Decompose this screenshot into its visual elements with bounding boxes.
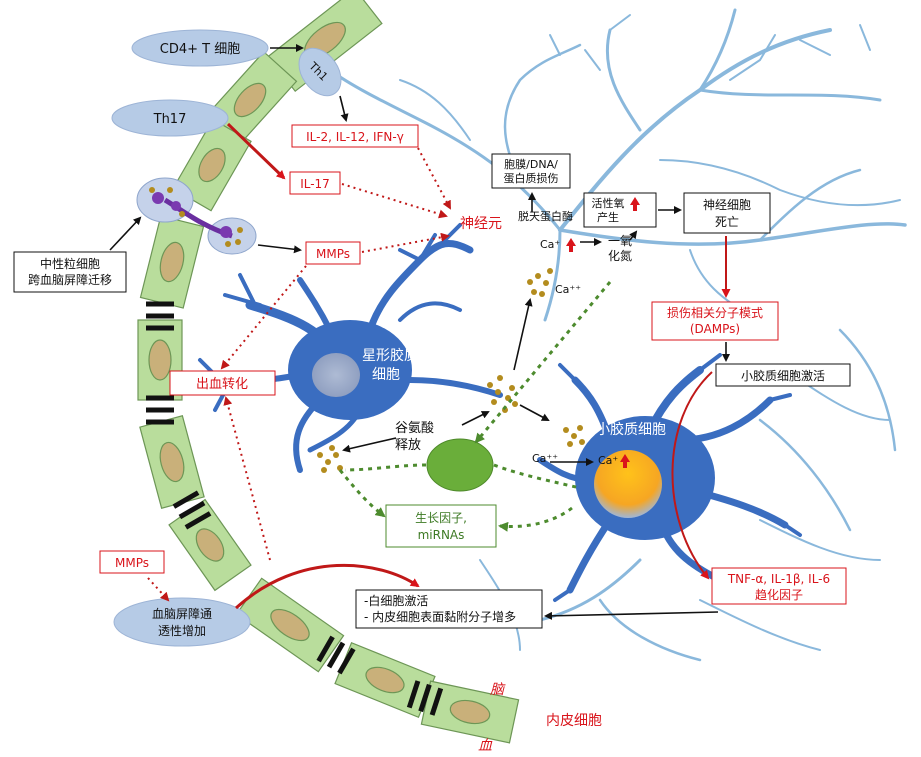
- death-label-2: 死亡: [715, 215, 739, 229]
- ros-label-1: 活性氧: [592, 196, 625, 210]
- red-arrows: [226, 122, 731, 610]
- damps-label-1: 损伤相关分子模式: [667, 306, 763, 320]
- neutrophil-illustration: [136, 177, 257, 255]
- leuk-label-2: - 内皮细胞表面黏附分子增多: [364, 610, 516, 624]
- microglia: [537, 353, 802, 602]
- damps-label-2: (DAMPs): [690, 322, 740, 336]
- th17-oval: Th17: [111, 99, 229, 137]
- endothelial-label: 内皮细胞: [546, 713, 602, 729]
- neuron-label: 神经元: [460, 216, 502, 232]
- tnf-label-1: TNF-α, IL-1β, IL-6: [727, 572, 830, 586]
- glutamate-label-2: 释放: [395, 438, 421, 453]
- damage-label-1: 胞膜/DNA/: [504, 158, 558, 171]
- tnf-box: TNF-α, IL-1β, IL-6 趋化因子: [711, 567, 847, 605]
- bbb-permeability-oval: 血脑屏障通 透性增加: [113, 597, 251, 647]
- microglia-label: 小胶质细胞: [596, 421, 666, 438]
- tight-junctions: [146, 301, 444, 716]
- ca-left-label: Ca⁺⁺: [532, 452, 558, 465]
- astrocyte-label-2: 细胞: [372, 367, 400, 383]
- mmps-left-label: MMPs: [115, 556, 149, 570]
- neutrophil-box: 中性粒细胞 跨血脑屏障迁移: [13, 251, 127, 293]
- neutrophil-label-1: 中性粒细胞: [40, 256, 100, 271]
- leuk-label-1: -白细胞激活: [364, 593, 428, 608]
- dotted-red-arrows: [147, 147, 451, 602]
- brain-label: 脑: [490, 682, 506, 698]
- damps-box: 损伤相关分子模式 (DAMPs): [651, 301, 779, 341]
- death-label-1: 神经细胞: [703, 198, 751, 212]
- cd4-t-cell-oval: CD4+ T 细胞: [131, 29, 269, 67]
- proteolysis-label: 脱天蛋白酶: [518, 209, 573, 223]
- glutamate-dots: [317, 268, 585, 473]
- glutamate-label-1: 谷氨酸: [395, 421, 434, 436]
- increase-arrows: [566, 197, 640, 468]
- growth-label-1: 生长因子,: [415, 511, 467, 525]
- no-label-1: 一氧: [608, 234, 632, 248]
- blood-label: 血: [478, 738, 493, 754]
- ros-label-2: 产生: [597, 210, 619, 224]
- no-label-2: 化氮: [608, 248, 632, 263]
- growth-factor-box: 生长因子, miRNAs: [385, 504, 497, 548]
- il17-label: IL-17: [300, 177, 330, 191]
- astrocyte: [198, 223, 503, 473]
- il17-box: IL-17: [289, 171, 341, 195]
- mmps-left-box: MMPs: [99, 550, 165, 574]
- damage-label-2: 蛋白质损伤: [504, 171, 559, 185]
- il2-label: IL-2, IL-12, IFN-γ: [306, 130, 404, 144]
- neutrophil-label-2: 跨血脑屏障迁移: [28, 272, 112, 287]
- green-cell: [426, 438, 494, 492]
- microglia-activation-box: 小胶质细胞激活: [715, 363, 851, 387]
- black-arrows: [109, 44, 730, 620]
- mmps-top-label: MMPs: [316, 247, 350, 261]
- ros-box: 活性氧 产生: [583, 192, 657, 228]
- leukocyte-box: -白细胞激活 - 内皮细胞表面黏附分子增多: [355, 589, 543, 629]
- il2-box: IL-2, IL-12, IFN-γ: [291, 124, 419, 148]
- astrocyte-label-1: 星形胶质: [362, 347, 418, 364]
- ca-mid-label: Ca⁺⁺: [555, 283, 581, 296]
- neuron-background: [328, 8, 907, 662]
- th1-oval: Th1: [298, 47, 342, 97]
- endothelial-wall: [137, 0, 520, 744]
- tnf-label-2: 趋化因子: [755, 588, 803, 602]
- microglia-act-label: 小胶质细胞激活: [741, 368, 825, 383]
- th17-label: Th17: [153, 112, 187, 127]
- bbb-label-2: 透性增加: [158, 624, 206, 638]
- hemorrhage-box: 出血转化: [169, 370, 276, 396]
- neuron-death-box: 神经细胞 死亡: [683, 192, 771, 234]
- bbb-label-1: 血脑屏障通: [152, 606, 212, 621]
- dotted-green-arrows: [338, 281, 612, 532]
- ca-top-label: Ca⁺: [540, 238, 560, 251]
- growth-label-2: miRNAs: [418, 528, 465, 542]
- damage-box: 胞膜/DNA/ 蛋白质损伤: [491, 153, 571, 189]
- hemorrhage-label: 出血转化: [196, 377, 248, 392]
- cd4-label: CD4+ T 细胞: [160, 42, 240, 57]
- dotted-green-lines: [344, 463, 581, 490]
- mmps-top-box: MMPs: [305, 241, 361, 265]
- ca-right-label: Ca⁺: [598, 454, 618, 467]
